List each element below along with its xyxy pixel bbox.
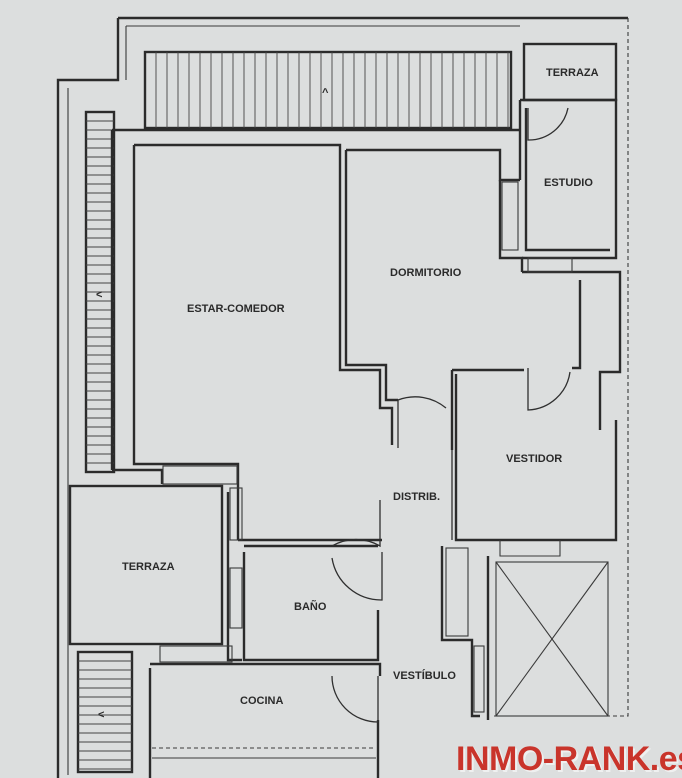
door-swings [331, 107, 571, 723]
label-dormitorio: DORMITORIO [390, 267, 462, 279]
top-balcony-strip: ^ [143, 50, 513, 130]
label-estudio: ESTUDIO [544, 177, 593, 189]
watermark-logo: INMO-RANK.es INMO-RANK.es [456, 740, 682, 778]
label-terraza-left: TERRAZA [122, 561, 175, 573]
left-arrow-icon: < [96, 289, 102, 301]
label-vestibulo: VESTÍBULO [393, 669, 456, 682]
left-arrow-icon: < [98, 709, 104, 721]
outer-boundary [56, 16, 629, 778]
label-estar-comedor: ESTAR-COMEDOR [187, 303, 285, 315]
up-arrow-icon: ^ [322, 87, 329, 99]
svg-text:INMO-RANK.es: INMO-RANK.es [458, 742, 682, 778]
label-terraza-top: TERRAZA [546, 67, 599, 79]
stair-void [494, 560, 629, 717]
watermark-text: INMO-RANK.es [456, 740, 682, 778]
bottom-left-stair-strip: < [76, 650, 134, 774]
label-vestidor: VESTIDOR [506, 453, 562, 465]
room-labels: TERRAZA ESTUDIO DORMITORIO ESTAR-COMEDOR… [122, 67, 599, 707]
label-bano: BAÑO [294, 600, 327, 613]
left-stair-strip: < [84, 110, 116, 474]
label-cocina: COCINA [240, 695, 283, 707]
label-distrib: DISTRIB. [393, 491, 440, 503]
